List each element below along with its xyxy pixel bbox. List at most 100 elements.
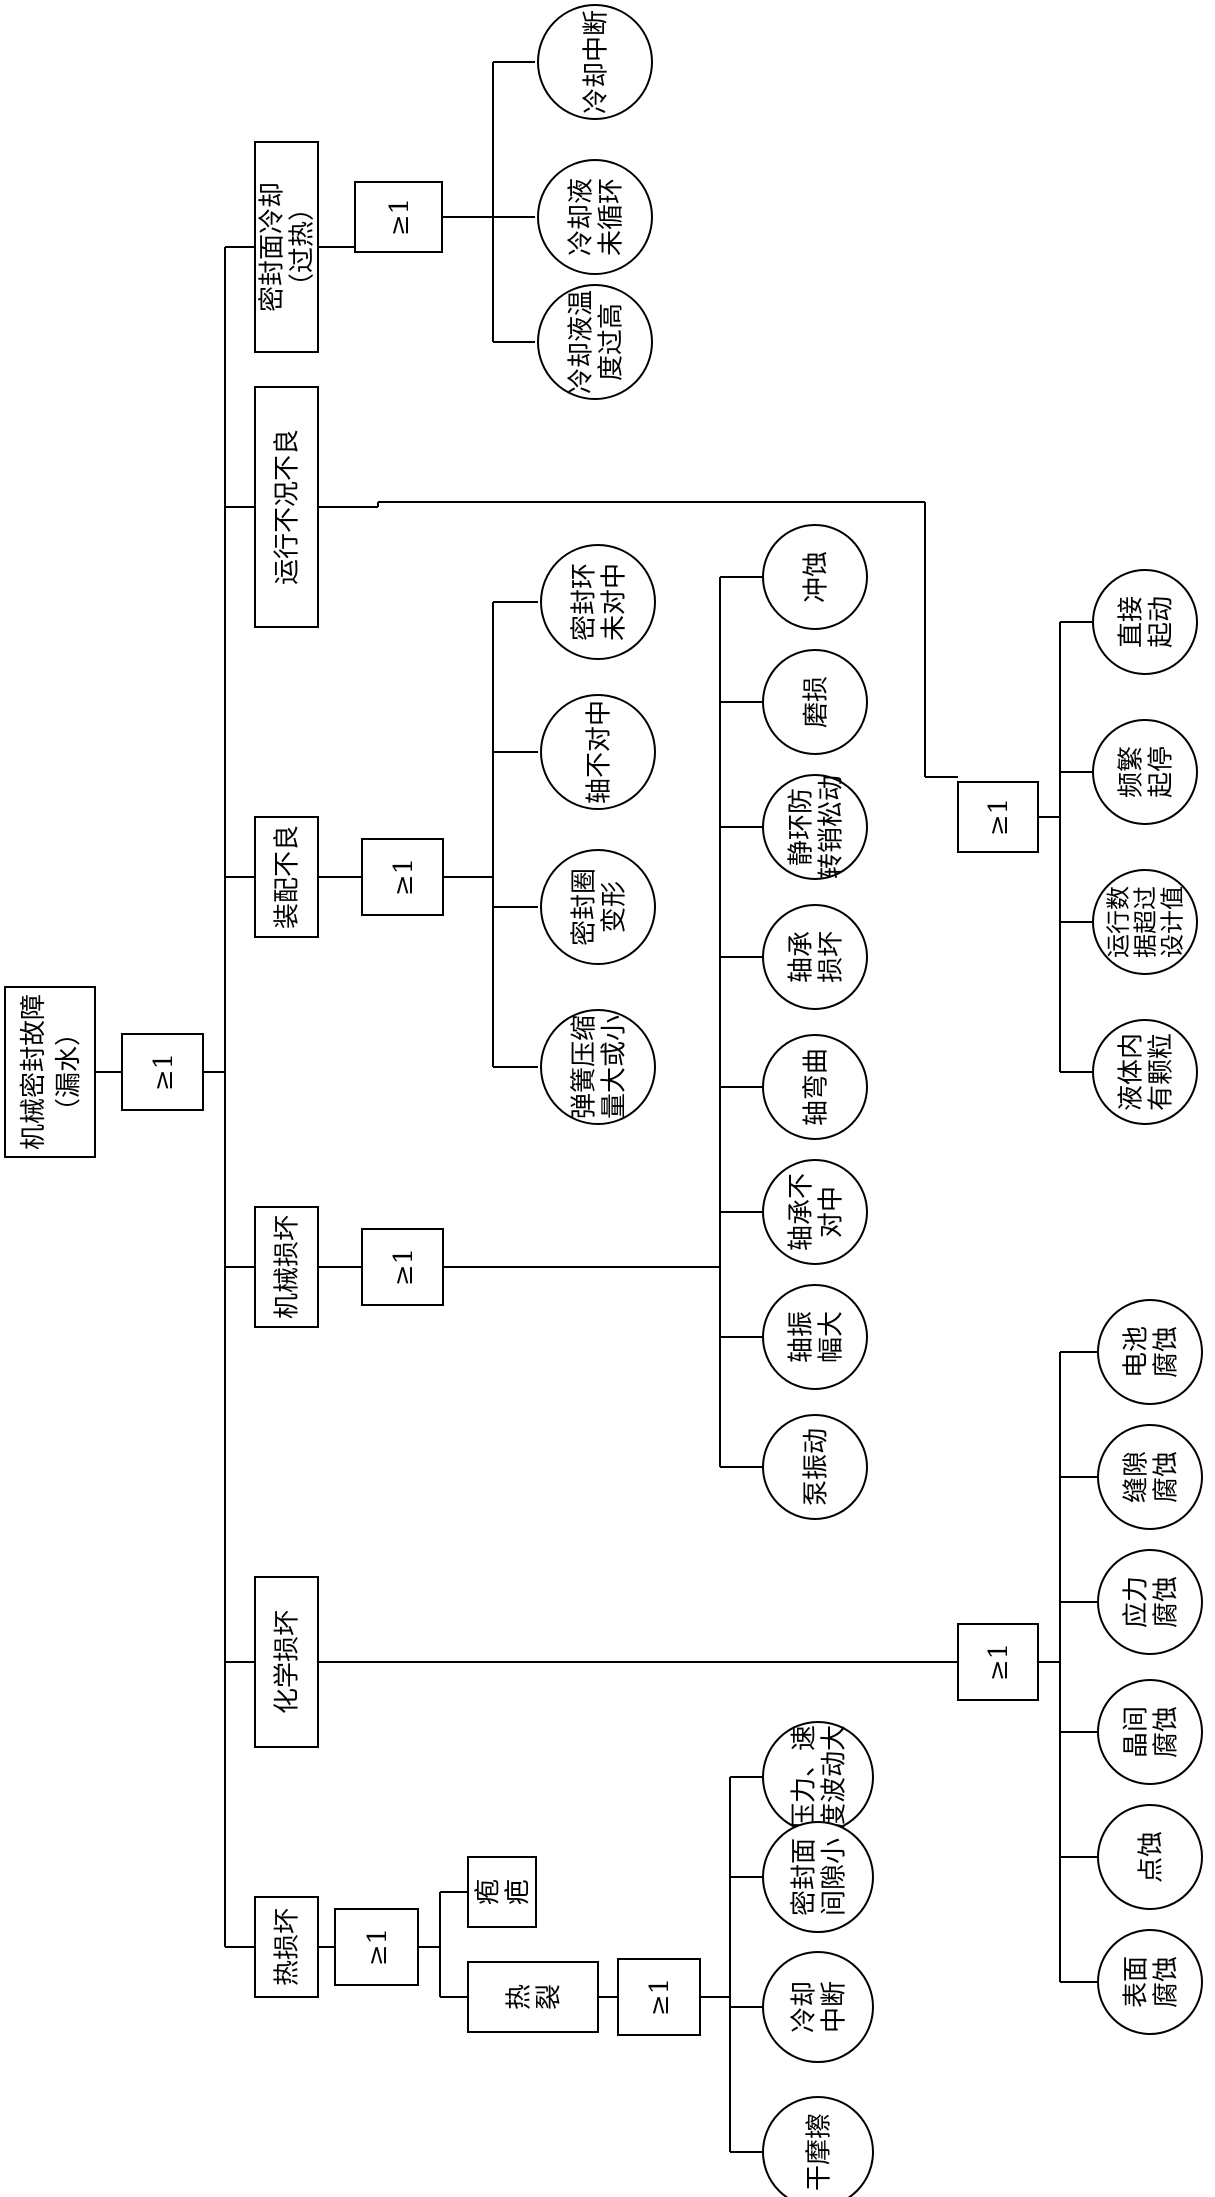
intermediate-crack-line-1: 热 — [504, 1984, 534, 2010]
leaf-run-4-line-1: 液体内 — [1116, 1033, 1146, 1111]
leaf-chem-2: 缝隙腐蚀 — [1097, 1424, 1203, 1530]
leaf-mech-5-line-1: 轴弯曲 — [801, 1048, 831, 1126]
fault-tree: 机械密封故障 （漏水） ≥1 ≥1 ≥1 ≥1 ≥1 — [4, 4, 1203, 2197]
branch-mech-box: 机械损坏 — [254, 1206, 319, 1328]
leaf-mech-4-line-2: 损坏 — [816, 931, 846, 983]
branch-mech-line-1: 机械损坏 — [272, 1215, 302, 1319]
leaf-crack-2-line-2: 间隙小 — [819, 1838, 849, 1916]
svg-text:≥1: ≥1 — [389, 858, 419, 896]
branch-run-line-1: 运行不况不良 — [272, 429, 302, 585]
branch-heat-box: 热损坏 — [254, 1896, 319, 1998]
leaf-mech-4-line-1: 轴承 — [786, 931, 816, 983]
leaf-run-3-line-3: 设计值 — [1159, 886, 1187, 958]
leaf-mech-1: 冲蚀 — [762, 524, 868, 630]
top-event-box: 机械密封故障 （漏水） — [4, 986, 96, 1158]
leaf-crack-3-line-2: 中断 — [819, 1981, 849, 2033]
leaf-mech-4: 轴承损坏 — [762, 904, 868, 1010]
leaf-assemble-3-line-1: 密封圈 — [569, 868, 599, 946]
intermediate-event-boxes: 疱疤热裂 — [467, 1856, 599, 2033]
leaf-run-1-line-1: 直接 — [1116, 596, 1146, 648]
branch-heat-line-1: 热损坏 — [272, 1908, 302, 1986]
leaf-run-4: 液体内有颗粒 — [1092, 1019, 1198, 1125]
leaf-crack-2: 密封面间隙小 — [762, 1821, 874, 1933]
top-event-line-1: 机械密封故障 — [19, 994, 49, 1150]
leaf-cool-1-line-1: 冷却中断 — [581, 10, 611, 114]
leaf-mech-8: 泵振动 — [762, 1414, 868, 1520]
leaf-chem-4: 晶间腐蚀 — [1097, 1679, 1203, 1785]
branch-assemble-box: 装配不良 — [254, 816, 319, 938]
svg-text:≥1: ≥1 — [363, 1928, 393, 1966]
run-or-gate: ≥1 — [957, 781, 1039, 853]
branch-cool-line-2: （过热） — [287, 195, 317, 299]
intermediate-blister-line-2: 疤 — [503, 1879, 533, 1905]
main-or-gate: ≥1 — [121, 1033, 204, 1111]
svg-text:≥1: ≥1 — [984, 1643, 1014, 1681]
svg-text:≥1: ≥1 — [645, 1978, 675, 2016]
leaf-mech-3: 静环防转销松动 — [762, 774, 868, 880]
leaf-assemble-4-line-2: 量大或小 — [599, 1015, 629, 1119]
leaf-cool-1: 冷却中断 — [537, 4, 653, 120]
leaf-cool-3-line-2: 度过高 — [596, 303, 626, 381]
leaf-mech-8-line-1: 泵振动 — [801, 1428, 831, 1506]
branch-assemble-line-1: 装配不良 — [272, 825, 302, 929]
leaf-crack-2-line-1: 密封面 — [789, 1838, 819, 1916]
leaf-cool-3-line-1: 冷却液温 — [566, 290, 596, 394]
mech-or-gate: ≥1 — [361, 1228, 444, 1306]
leaf-chem-3-line-1: 应力 — [1121, 1576, 1151, 1628]
leaf-crack-4-line-1: 干摩擦 — [804, 2113, 834, 2191]
leaf-run-2-line-1: 频繁 — [1116, 746, 1146, 798]
top-event-line-2: （漏水） — [54, 1020, 84, 1124]
svg-text:≥1: ≥1 — [389, 1248, 419, 1286]
leaf-chem-1-line-1: 电池 — [1121, 1326, 1151, 1378]
intermediate-crack-line-2: 裂 — [534, 1984, 564, 2010]
leaf-mech-7-line-1: 轴振 — [786, 1311, 816, 1363]
leaf-chem-4-line-1: 晶间 — [1121, 1706, 1151, 1758]
leaf-chem-5-line-1: 点蚀 — [1136, 1831, 1166, 1883]
leaf-mech-7-line-2: 幅大 — [816, 1311, 846, 1363]
leaf-crack-3-line-1: 冷却 — [789, 1981, 819, 2033]
leaf-mech-6: 轴承不对中 — [762, 1159, 868, 1265]
leaf-assemble-2-line-1: 轴不对中 — [584, 700, 614, 804]
leaf-chem-2-line-1: 缝隙 — [1121, 1451, 1151, 1503]
cool-or-gate: ≥1 — [354, 181, 443, 253]
leaf-chem-1-line-2: 腐蚀 — [1151, 1326, 1181, 1378]
branch-cool-line-1: 密封面冷却 — [257, 182, 287, 312]
leaf-cool-3: 冷却液温度过高 — [537, 284, 653, 400]
svg-text:≥1: ≥1 — [385, 198, 415, 236]
leaf-chem-6: 表面腐蚀 — [1097, 1929, 1203, 2035]
leaf-crack-1-line-1: 压力、速 — [789, 1725, 819, 1829]
leaf-mech-2-line-1: 磨损 — [801, 676, 831, 728]
leaf-assemble-4-line-1: 弹簧压缩 — [569, 1015, 599, 1119]
crack-or-gate: ≥1 — [617, 1958, 701, 2036]
leaf-assemble-2: 轴不对中 — [540, 694, 656, 810]
svg-text:≥1: ≥1 — [984, 798, 1014, 836]
leaf-run-2-line-2: 起停 — [1146, 746, 1176, 798]
branch-chem-line-1: 化学损坏 — [272, 1610, 302, 1714]
leaf-mech-1-line-1: 冲蚀 — [801, 551, 831, 603]
leaf-run-1: 直接起动 — [1092, 569, 1198, 675]
leaf-mech-6-line-1: 轴承不 — [786, 1173, 816, 1251]
leaf-run-1-line-2: 起动 — [1146, 596, 1176, 648]
leaf-cool-2-line-1: 冷却液 — [566, 178, 596, 256]
leaf-assemble-1: 密封环未对中 — [540, 544, 656, 660]
intermediate-crack-box: 热裂 — [467, 1961, 599, 2033]
chem-or-gate: ≥1 — [957, 1623, 1039, 1701]
leaf-mech-3-line-2: 转销松动 — [816, 775, 846, 879]
leaf-chem-3-line-2: 腐蚀 — [1151, 1576, 1181, 1628]
leaf-mech-3-line-1: 静环防 — [786, 788, 816, 866]
branch-chem-box: 化学损坏 — [254, 1576, 319, 1748]
intermediate-blister-line-1: 疱 — [473, 1879, 503, 1905]
leaf-run-3: 运行数据超过设计值 — [1092, 869, 1198, 975]
leaf-cool-2: 冷却液未循环 — [537, 159, 653, 275]
or-gates: ≥1 ≥1 ≥1 ≥1 ≥1 ≥1 — [121, 181, 1039, 2036]
leaf-mech-6-line-2: 对中 — [816, 1186, 846, 1238]
assemble-or-gate: ≥1 — [361, 838, 444, 916]
leaf-mech-7: 轴振幅大 — [762, 1284, 868, 1390]
leaf-crack-3: 冷却中断 — [762, 1951, 874, 2063]
leaf-chem-4-line-2: 腐蚀 — [1151, 1706, 1181, 1758]
leaf-assemble-3: 密封圈变形 — [540, 849, 656, 965]
leaf-assemble-4: 弹簧压缩量大或小 — [540, 1009, 656, 1125]
leaf-run-2: 频繁起停 — [1092, 719, 1198, 825]
